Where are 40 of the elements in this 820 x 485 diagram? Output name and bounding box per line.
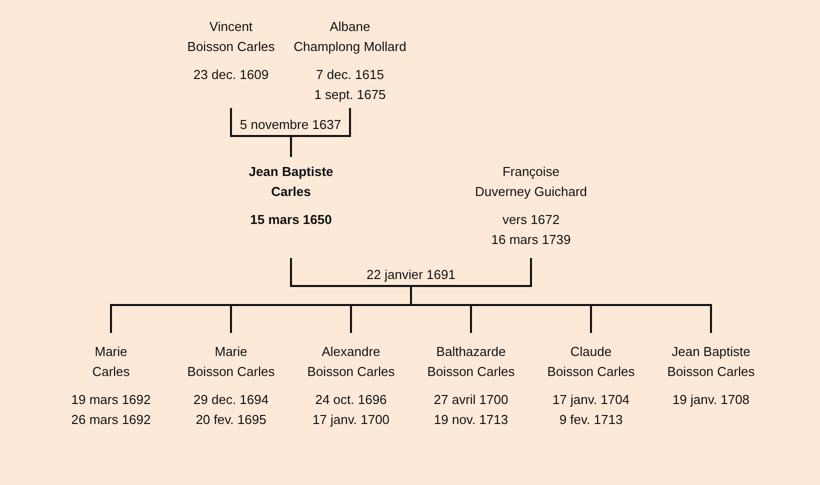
given-name: Marie	[94, 343, 128, 361]
birth-date: 19 janv. 1708	[672, 391, 750, 409]
family-name: Boisson Carles	[427, 363, 515, 381]
birth-date: 29 dec. 1694	[193, 391, 269, 409]
death-date: 26 mars 1692	[71, 411, 151, 429]
descent-line	[290, 108, 351, 157]
given-name: Balthazarde	[436, 343, 506, 361]
family-name: Boisson Carles	[667, 363, 755, 381]
birth-date: 19 mars 1692	[71, 391, 151, 409]
given-name: Françoise	[502, 163, 560, 181]
given-name: Jean Baptiste	[672, 343, 750, 361]
family-name: Carles	[271, 183, 311, 201]
death-date: 20 fev. 1695	[196, 411, 266, 429]
given-name: Albane	[330, 18, 370, 36]
descent-line	[410, 258, 712, 333]
death-date: 19 nov. 1713	[434, 411, 508, 429]
given-name: Marie	[214, 343, 248, 361]
given-name: Claude	[570, 343, 612, 361]
birth-date: 15 mars 1650	[250, 211, 332, 229]
death-date: 17 janv. 1700	[312, 411, 390, 429]
edge-label: 22 janvier 1691	[364, 267, 458, 283]
family-name: Boisson Carles	[187, 363, 275, 381]
death-date: 9 fev. 1713	[559, 411, 623, 429]
death-date: 16 mars 1739	[491, 231, 571, 249]
family-name: Boisson Carles	[307, 363, 395, 381]
family-name: Boisson Carles	[187, 38, 275, 56]
birth-date: 24 oct. 1696	[315, 391, 387, 409]
birth-date: 27 avril 1700	[434, 391, 508, 409]
birth-date: vers 1672	[502, 211, 560, 229]
birth-date: 7 dec. 1615	[316, 66, 384, 84]
family-name: Boisson Carles	[547, 363, 635, 381]
family-name: Champlong Mollard	[294, 38, 406, 56]
given-name: Jean Baptiste	[248, 163, 334, 181]
family-name: Carles	[92, 363, 130, 381]
family-name: Duverney Guichard	[475, 183, 587, 201]
birth-date: 17 janv. 1704	[552, 391, 630, 409]
death-date: 1 sept. 1675	[314, 86, 386, 104]
given-name: Vincent	[209, 18, 253, 36]
given-name: Alexandre	[322, 343, 380, 361]
birth-date: 23 dec. 1609	[193, 66, 269, 84]
